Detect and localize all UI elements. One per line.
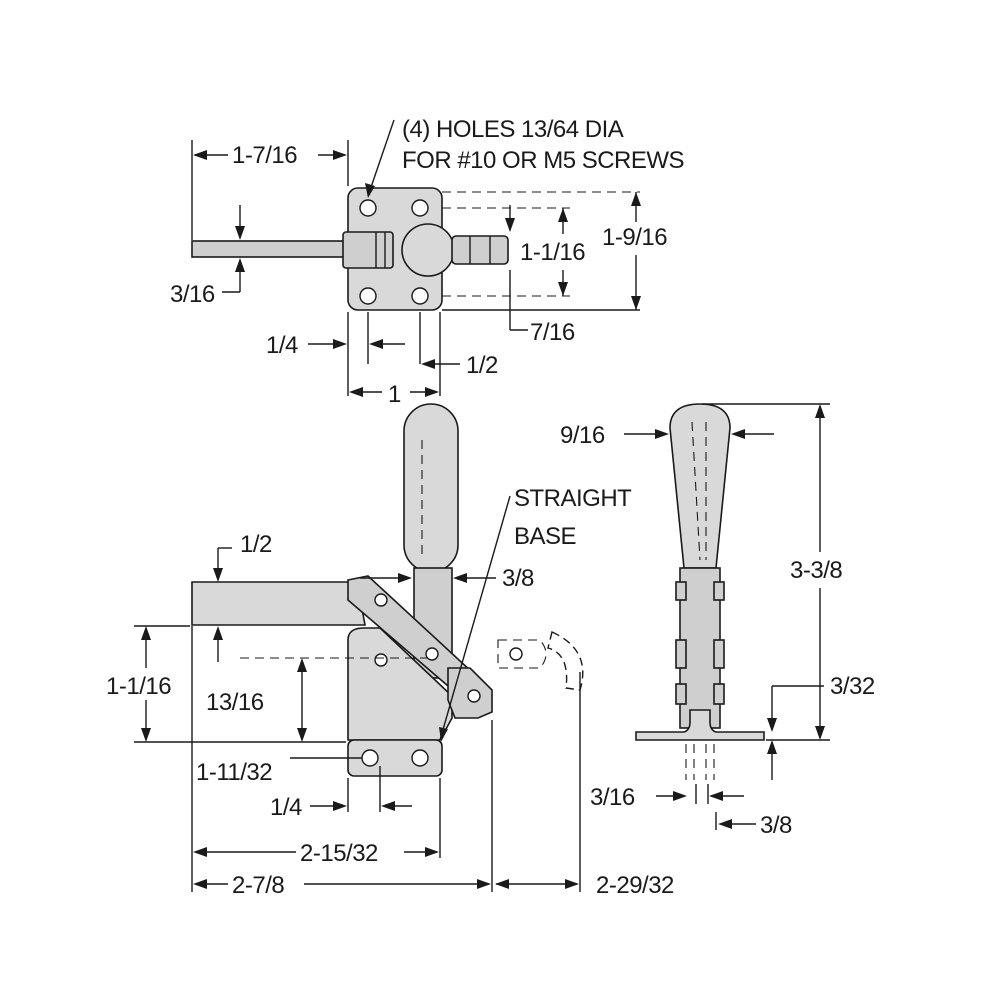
pivot-pin xyxy=(374,593,388,607)
dim-offset: 7/16 xyxy=(530,319,575,346)
end-handle xyxy=(669,403,731,569)
dim-top-width: 1-7/16 xyxy=(232,142,297,169)
end-view: 9/16 3-3/8 3/32 3/16 3/8 xyxy=(560,403,875,839)
dim-reach: 2-15/32 xyxy=(300,840,378,867)
mounting-hole xyxy=(359,199,377,217)
pivot-pin xyxy=(425,647,439,661)
mounting-hole xyxy=(411,287,429,305)
side-clamp-arm xyxy=(191,581,366,626)
straight-label-line2: BASE xyxy=(514,523,576,550)
dim-handle-width: 3/8 xyxy=(502,565,534,592)
top-arm-bar xyxy=(191,240,353,258)
mounting-hole xyxy=(411,199,429,217)
dim-open: 2-29/32 xyxy=(596,872,674,899)
top-handle-knob xyxy=(401,223,455,277)
pivot-pin xyxy=(374,653,388,667)
dim-end-foot: 3/8 xyxy=(760,812,792,839)
top-right-link xyxy=(451,235,509,265)
dim-top-edge: 1/4 xyxy=(266,332,298,359)
side-view: STRAIGHT BASE 1/2 3/8 1-1/16 13/16 xyxy=(106,403,675,899)
straight-label-line1: STRAIGHT xyxy=(514,485,632,512)
dim-base-width: 1 xyxy=(388,381,401,408)
hole-note-line2: FOR #10 OR M5 SCREWS xyxy=(402,147,684,174)
dim-end-plate: 3/32 xyxy=(830,673,875,700)
dim-bar-thickness: 3/16 xyxy=(170,281,215,308)
dim-end-handle: 9/16 xyxy=(560,422,605,449)
pivot-pin xyxy=(467,689,481,703)
side-body xyxy=(347,627,453,741)
dim-side-edge: 1/4 xyxy=(270,794,302,821)
dim-pivot-height: 1-1/16 xyxy=(106,673,171,700)
dim-base-depth: 1-9/16 xyxy=(602,224,667,251)
hole-note-line1: (4) HOLES 13/64 DIA xyxy=(402,116,624,143)
dim-link-height: 13/16 xyxy=(206,689,264,716)
side-handle-grip xyxy=(403,403,459,573)
dim-end-height: 3-3/8 xyxy=(790,557,842,584)
top-view: 1-7/16 (4) HOLES 13/64 DIA FOR #10 OR M5… xyxy=(170,116,685,408)
mounting-hole xyxy=(359,287,377,305)
dim-end-gap: 3/16 xyxy=(590,784,635,811)
dim-hole-spacing: 1-1/16 xyxy=(520,239,585,266)
dim-hole-pitch: 1/2 xyxy=(466,352,498,379)
dim-base-height: 1-11/32 xyxy=(196,759,272,786)
end-foot xyxy=(635,709,765,741)
dim-arm-thickness: 1/2 xyxy=(240,531,272,558)
top-linkage xyxy=(342,231,394,269)
dim-overall: 2-7/8 xyxy=(232,872,284,899)
